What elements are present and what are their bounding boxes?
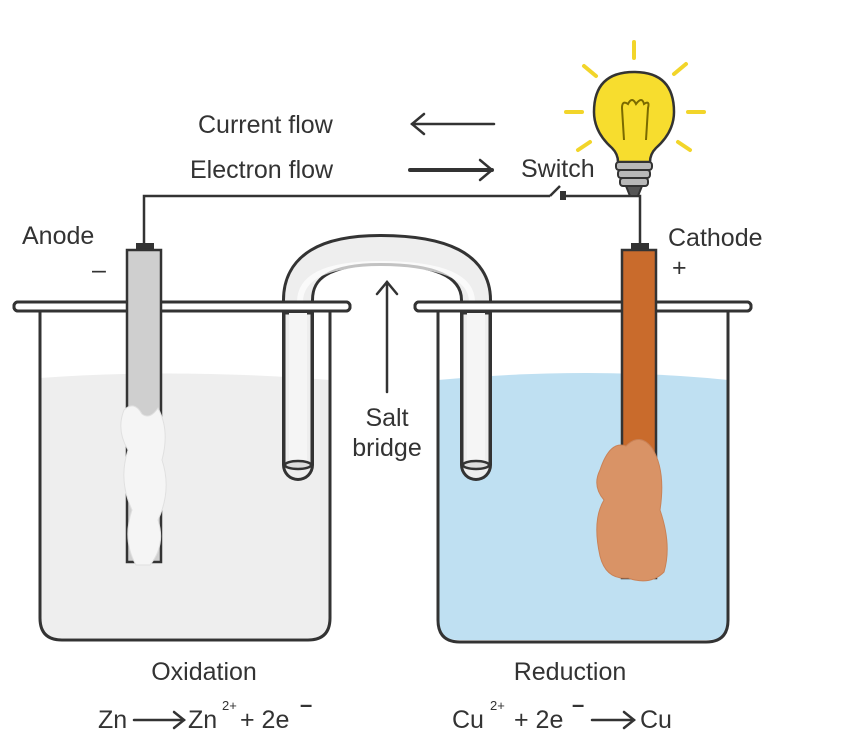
light-bulb-icon <box>564 40 706 197</box>
oxidation-electron-sign: – <box>300 692 312 717</box>
oxidation-product-charge: 2+ <box>222 698 237 713</box>
electron-flow-label: Electron flow <box>190 156 334 184</box>
reduction-equation: Cu 2+ + 2e – Cu <box>452 692 672 734</box>
reaction-arrow-icon <box>132 710 187 730</box>
reduction-electrons: + 2e <box>514 706 563 734</box>
oxidation-label: Oxidation <box>151 658 257 686</box>
reduction-reactant-charge: 2+ <box>490 698 505 713</box>
cathode-electrode <box>596 243 668 582</box>
reaction-arrow-icon <box>590 710 637 730</box>
current-flow-label: Current flow <box>198 111 334 139</box>
oxidation-equation: Zn Zn 2+ + 2e – <box>98 692 312 734</box>
anode-label: Anode <box>22 222 94 250</box>
cathode-label: Cathode <box>668 224 763 252</box>
copper-deposit <box>596 439 668 582</box>
anode-corrosion <box>120 405 167 566</box>
left-beaker-rim <box>12 300 352 313</box>
oxidation-electrons: + 2e <box>240 706 289 734</box>
switch-label: Switch <box>521 155 595 183</box>
reduction-product: Cu <box>640 706 672 734</box>
cathode-sign: + <box>672 254 687 282</box>
reduction-reactant: Cu <box>452 706 484 734</box>
left-solution <box>40 373 330 638</box>
arrow-left-icon <box>410 112 496 136</box>
anode-electrode <box>120 243 167 566</box>
right-beaker-rim <box>413 300 753 313</box>
salt-bridge-label-line2: bridge <box>352 434 422 462</box>
salt-bridge-arrow <box>375 280 399 394</box>
reduction-electron-sign: – <box>572 692 584 717</box>
switch[interactable] <box>549 185 566 200</box>
anode-sign: – <box>92 256 106 284</box>
external-wire <box>142 194 642 248</box>
arrow-right-icon <box>408 158 494 182</box>
reduction-label: Reduction <box>514 658 627 686</box>
salt-bridge <box>282 233 492 481</box>
salt-bridge-label-line1: Salt <box>365 404 408 432</box>
oxidation-product: Zn <box>188 706 217 734</box>
oxidation-reactant: Zn <box>98 706 127 734</box>
